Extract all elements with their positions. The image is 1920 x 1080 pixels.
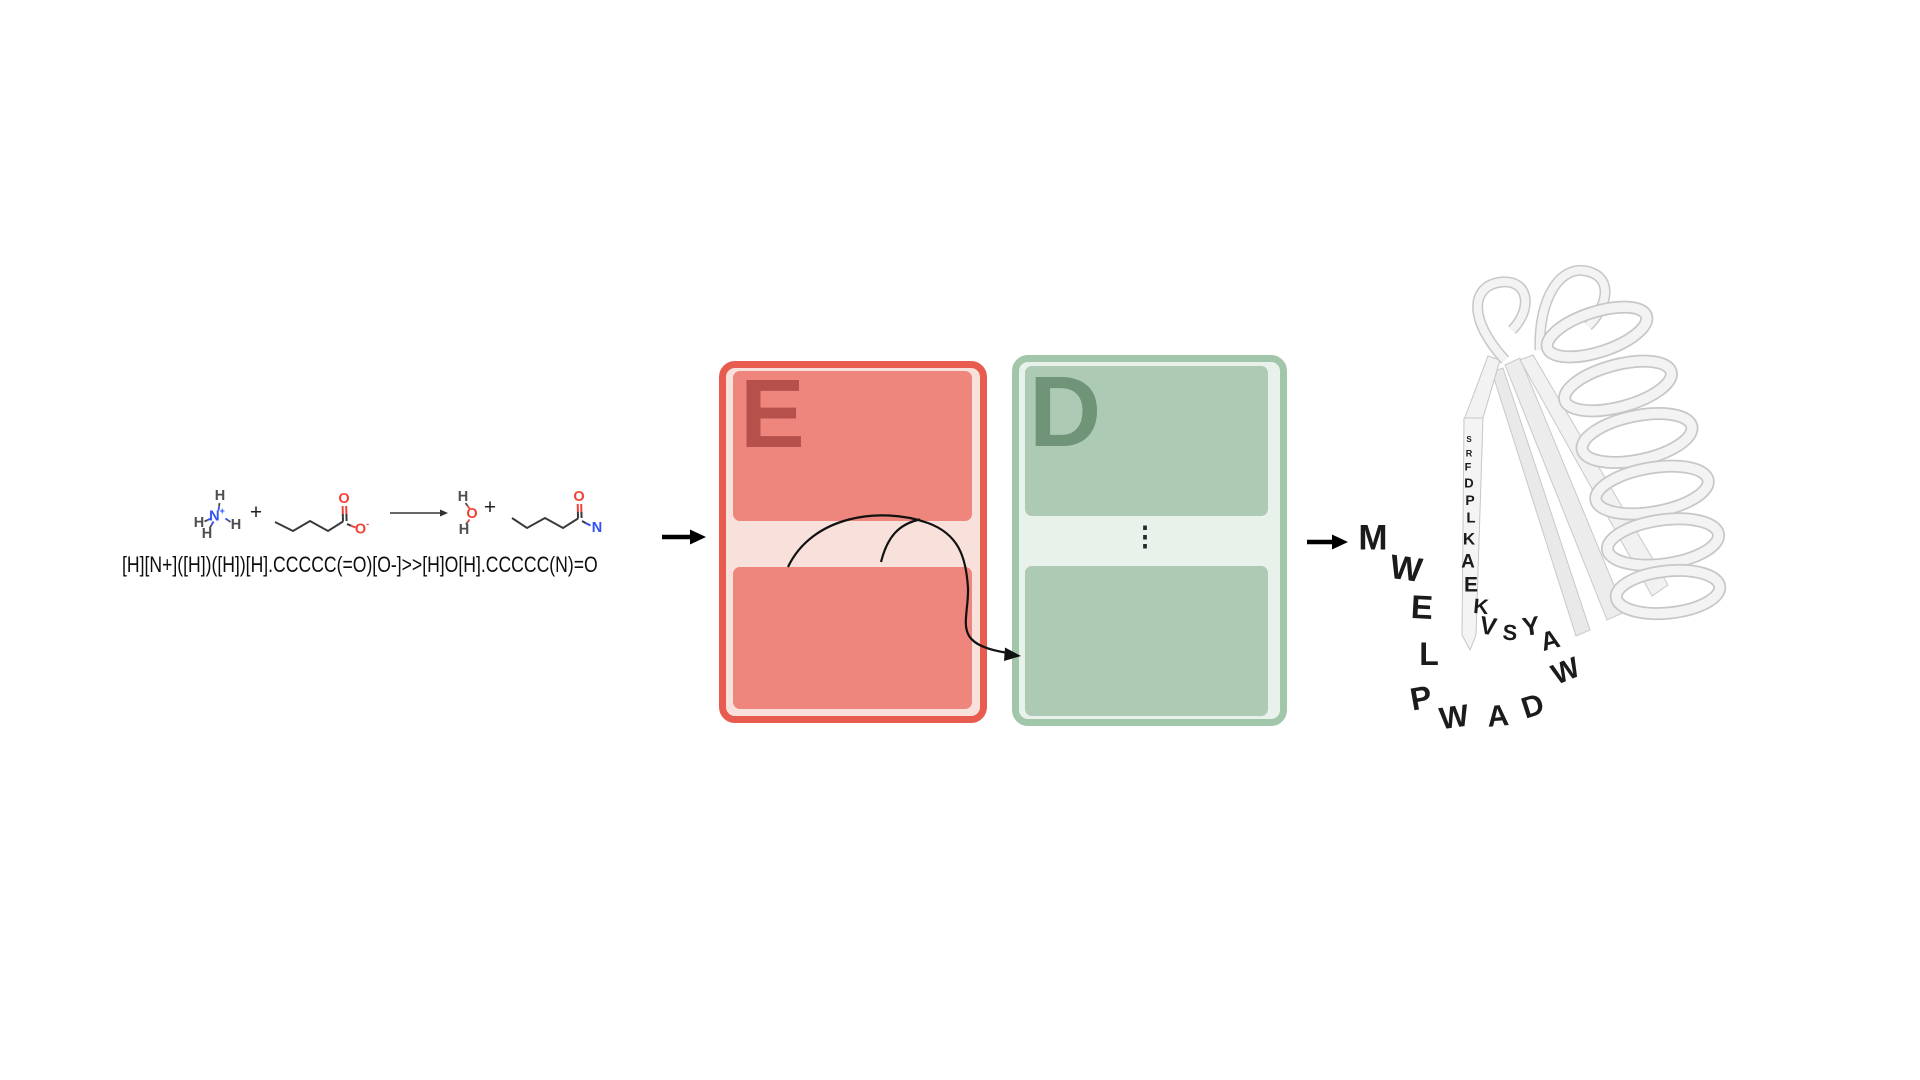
flow-arrow-right-icon [1307,534,1348,550]
atom-label: H [230,516,242,533]
atom-label: O- [354,518,370,538]
sequence-letter: P [1465,492,1475,508]
decoder-cell-top [1025,366,1268,516]
carboxylate-molecule [274,505,356,533]
decoder-cell-bottom [1025,566,1268,716]
sequence-letter: S [1466,435,1472,444]
sequence-letter: F [1464,461,1472,474]
sequence-letter: S [1501,619,1519,646]
sequence-letter: L [1419,636,1439,672]
sequence-letter: M [1358,518,1388,558]
sequence-letter: D [1464,475,1474,491]
sequence-letter: W [1547,651,1585,692]
sequence-letter: A [1485,699,1511,734]
encoder-block: E [719,361,987,723]
atom-label: O [338,490,350,507]
protein-structure [1461,264,1727,652]
plus-sign: + [249,501,263,524]
sequence-letter: R [1465,448,1473,459]
sequence-letter: A [1537,623,1563,657]
sequence-letter: W [1387,547,1425,591]
atom-label: O [466,505,478,522]
atom-label: H [457,488,469,505]
sequence-letter: K [1462,529,1476,549]
encoder-cell-top [733,371,972,521]
reaction-arrow-icon [390,509,448,517]
sequence-letter: E [1463,573,1479,597]
sequence-letter: Y [1520,609,1542,643]
sequence-letter: E [1410,587,1434,627]
decoder-block: D [1012,355,1287,726]
atom-label: H [458,521,470,538]
sequence-letter: W [1437,697,1471,737]
sequence-letter: A [1461,551,1475,573]
atom-label: N+ [209,505,225,525]
amide-molecule [511,503,591,530]
sequence-letter: D [1517,687,1549,726]
sequence-letter: P [1407,678,1435,718]
atom-label: H [201,525,213,542]
atom-label: N [591,519,603,536]
plus-sign: + [483,496,497,519]
flow-arrow-left-icon [662,529,706,545]
encoder-cell-bottom [733,567,972,709]
encoder-label: E [740,359,805,468]
sequence-letter: K [1472,594,1490,620]
decoder-label: D [1029,356,1101,468]
atom-label: O [573,488,585,505]
sequence-letter: L [1466,509,1476,527]
reaction-smiles-string: [H][N+]([H])([H])[H].CCCCC(=O)[O-]>>[H]O… [122,552,598,577]
atom-label: H [214,487,226,504]
decoder-ellipsis: ⋮ [1131,521,1159,552]
atom-label: H [193,514,205,531]
